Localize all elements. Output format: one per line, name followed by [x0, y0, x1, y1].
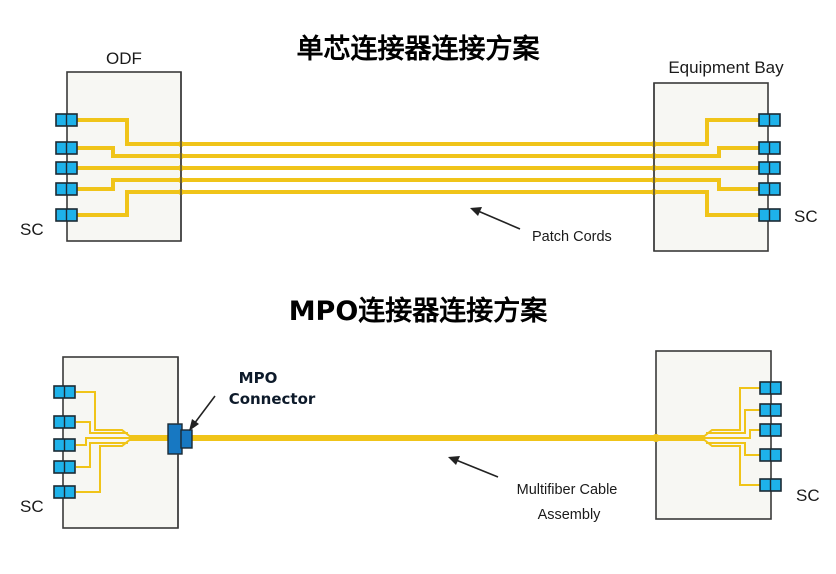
patch-cord — [77, 190, 768, 217]
patch-cord — [77, 146, 768, 158]
sc-port[interactable] — [759, 381, 782, 395]
bottom-title: MPO连接器连接方案 — [289, 295, 549, 327]
equipment-bay-label: Equipment Bay — [668, 58, 784, 77]
odf-sc-ports — [55, 113, 78, 222]
bottom-left-sc-label: SC — [20, 497, 44, 516]
sc-port[interactable] — [53, 385, 76, 399]
mpo-label-line2: Connector — [229, 390, 316, 408]
left-panel-sc-ports — [53, 385, 76, 499]
sc-port[interactable] — [759, 478, 782, 492]
sc-port[interactable] — [758, 208, 781, 222]
sc-port[interactable] — [759, 423, 782, 437]
multifiber-label-line2: Assembly — [538, 507, 602, 523]
mpo-label-line1: MPO — [239, 369, 278, 387]
multifiber-label-line1: Multifiber Cable — [517, 482, 618, 498]
sc-port[interactable] — [55, 141, 78, 155]
right-panel-sc-ports — [759, 381, 782, 492]
patch-cords-label: Patch Cords — [532, 229, 612, 245]
sc-port[interactable] — [758, 141, 781, 155]
odf-label: ODF — [106, 49, 142, 68]
patch-cord — [77, 118, 768, 146]
sc-port[interactable] — [53, 415, 76, 429]
patch-cord — [77, 178, 768, 191]
sc-port[interactable] — [55, 161, 78, 175]
top-left-sc-label: SC — [20, 220, 44, 239]
top-right-sc-label: SC — [794, 207, 818, 226]
bottom-right-sc-label: SC — [796, 486, 820, 505]
mpo-connector[interactable] — [167, 423, 193, 455]
sc-port[interactable] — [758, 182, 781, 196]
sc-port[interactable] — [53, 485, 76, 499]
patch-cords — [77, 118, 768, 217]
left-fanout — [76, 391, 133, 493]
right-fanout — [701, 387, 760, 486]
sc-port[interactable] — [55, 113, 78, 127]
sc-port[interactable] — [759, 448, 782, 462]
sc-port[interactable] — [758, 113, 781, 127]
sc-port[interactable] — [758, 161, 781, 175]
multifiber-arrow — [448, 456, 499, 478]
top-title: 单芯连接器连接方案 — [297, 33, 541, 65]
mpo-arrow — [189, 395, 216, 431]
patch-cords-arrow — [470, 207, 521, 230]
sc-port[interactable] — [53, 460, 76, 474]
sc-port[interactable] — [759, 403, 782, 417]
sc-port[interactable] — [53, 438, 76, 452]
trunk-junction — [652, 434, 660, 442]
sc-port[interactable] — [55, 208, 78, 222]
equipment-sc-ports — [758, 113, 781, 222]
sc-port[interactable] — [55, 182, 78, 196]
